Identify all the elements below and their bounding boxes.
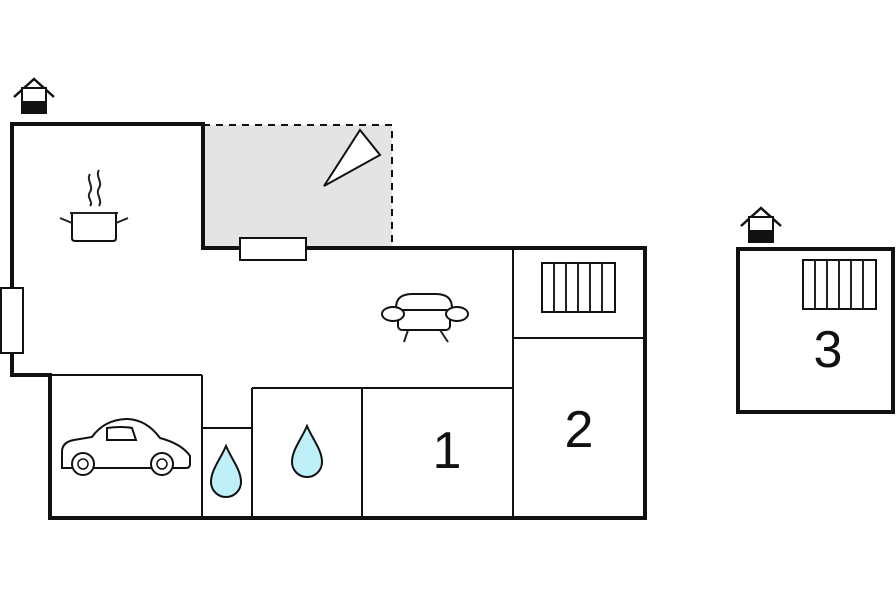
annex-outline — [736, 247, 895, 414]
annex: 3 — [736, 206, 895, 414]
sauna-bench-icon — [802, 259, 877, 310]
interior-walls — [50, 248, 645, 518]
car-icon — [61, 417, 191, 476]
cooking-pot-icon — [59, 169, 129, 242]
water-drop-icon — [209, 443, 243, 498]
water-drop-icon — [290, 423, 324, 478]
window-west — [0, 287, 24, 354]
terrace — [203, 124, 393, 248]
entrance-icon — [13, 77, 55, 114]
sun-icon — [323, 128, 382, 187]
sofa-icon — [381, 293, 469, 343]
sauna-bench-icon — [541, 262, 616, 313]
main-house-outline — [10, 122, 647, 520]
room-number-3: 3 — [814, 321, 843, 379]
room-number-1: 1 — [433, 422, 462, 480]
room-number-2: 2 — [565, 401, 594, 459]
window-terrace — [239, 237, 307, 261]
entrance-icon — [740, 206, 782, 243]
